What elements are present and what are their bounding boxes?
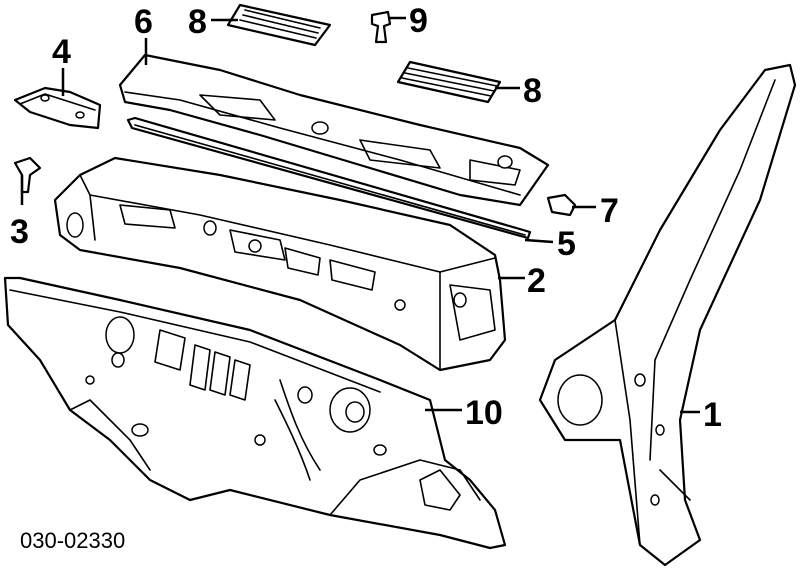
part-clip: [13, 156, 42, 194]
callout-4: 4: [52, 33, 71, 71]
callout-10: 10: [465, 394, 503, 432]
callout-8-lower: 8: [523, 72, 542, 110]
callout-7: 7: [600, 192, 619, 230]
diagram-code: 030-02330: [20, 528, 125, 553]
callout-1: 1: [703, 396, 722, 434]
part-cowl-grille: [118, 53, 550, 207]
part-bracket: [13, 86, 102, 130]
callout-8-upper: 8: [188, 3, 207, 41]
callout-3: 3: [10, 213, 29, 251]
part-screen-upper: [226, 3, 332, 47]
part-seal-strip: [126, 116, 532, 240]
callout-9: 9: [409, 2, 428, 40]
callout-6: 6: [134, 3, 153, 41]
part-cowl-top: [53, 156, 507, 372]
leader-lines: [20, 16, 700, 414]
part-side-pillar: [538, 63, 797, 567]
part-fastener: [370, 10, 392, 44]
callout-2: 2: [527, 262, 546, 300]
callout-5: 5: [557, 225, 576, 263]
part-dash-panel: [3, 276, 507, 550]
part-pad: [546, 193, 577, 217]
part-screen-lower: [396, 60, 502, 104]
